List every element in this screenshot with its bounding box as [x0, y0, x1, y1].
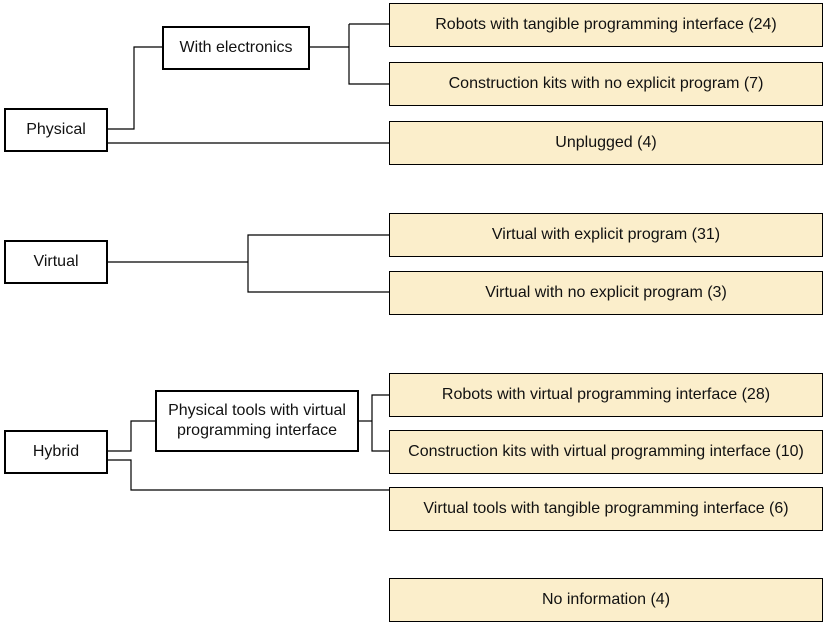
- connector-physical-tools-leaves: [371, 394, 389, 452]
- physical-tools-virtual-interface-node: Physical tools with virtual programming …: [155, 390, 359, 452]
- connector-virtual-leaves: [247, 234, 389, 293]
- leaf-robots-tangible: Robots with tangible programming interfa…: [389, 3, 823, 47]
- leaf-construction-kits-no-program: Construction kits with no explicit progr…: [389, 62, 823, 106]
- leaf-unplugged: Unplugged (4): [389, 121, 823, 165]
- leaf-virtual-tools-tangible: Virtual tools with tangible programming …: [389, 487, 823, 531]
- virtual-node: Virtual: [4, 240, 108, 284]
- leaf-robots-virtual: Robots with virtual programming interfac…: [389, 373, 823, 417]
- leaf-no-information: No information (4): [389, 578, 823, 622]
- connector-hybrid-physical-tools: [108, 420, 155, 452]
- leaf-virtual-no-explicit: Virtual with no explicit program (3): [389, 271, 823, 315]
- connector-hybrid-virtual-tools: [108, 459, 389, 491]
- with-electronics-node: With electronics: [162, 26, 310, 70]
- physical-node: Physical: [4, 108, 108, 152]
- leaf-virtual-explicit: Virtual with explicit program (31): [389, 213, 823, 257]
- connector-physical-with-electronics: [108, 46, 162, 130]
- connector-electronics-robots: [348, 24, 389, 85]
- hybrid-node: Hybrid: [4, 430, 108, 474]
- leaf-construction-kits-virtual: Construction kits with virtual programmi…: [389, 430, 823, 474]
